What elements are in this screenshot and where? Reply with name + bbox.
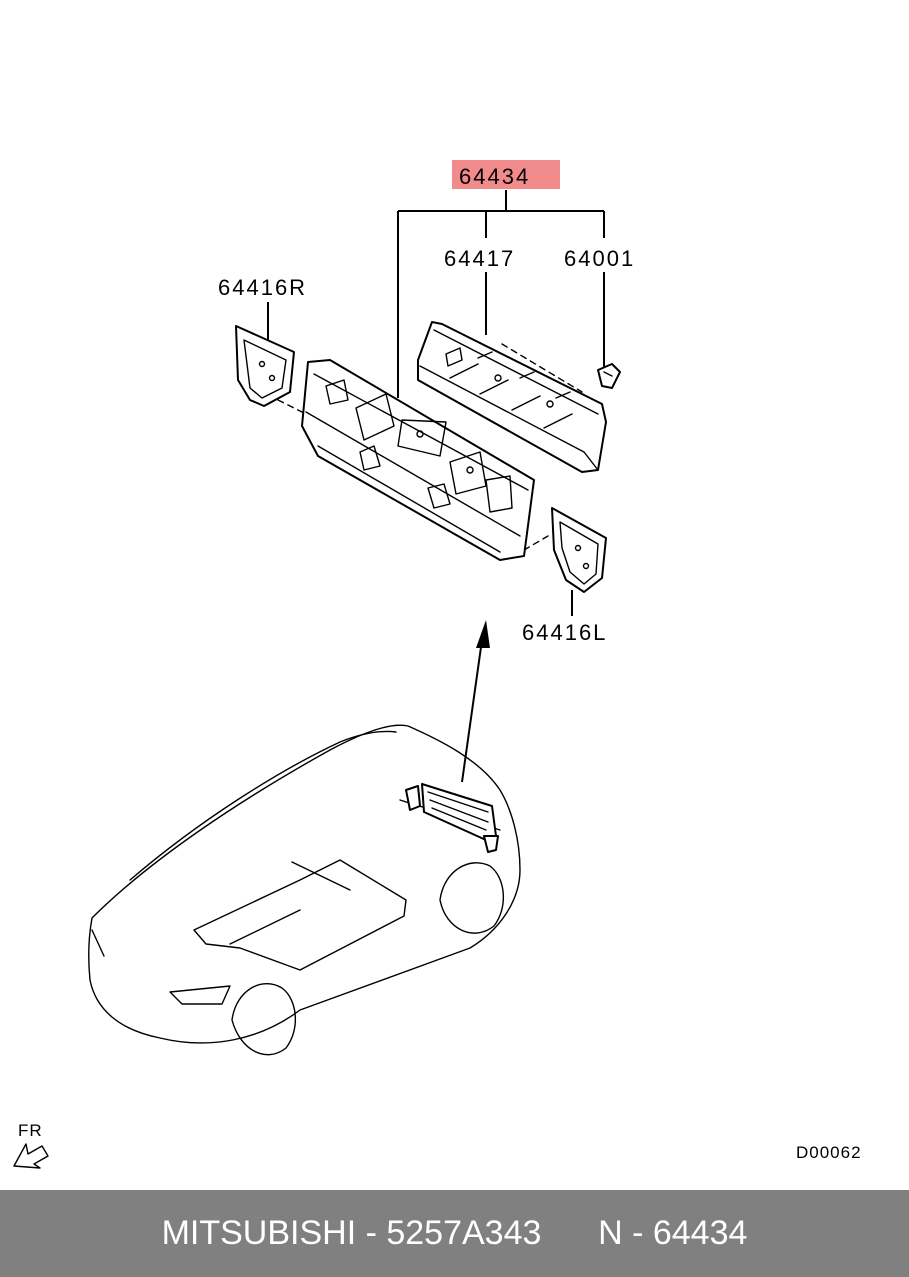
direction-marker-label: FR [18, 1121, 43, 1140]
leader-lines [267, 272, 605, 616]
drawing-code: D00062 [796, 1143, 862, 1162]
label-64416R[interactable]: 64416R [218, 275, 307, 300]
vehicle-outline [87, 724, 521, 1056]
label-64434[interactable]: 64434 [459, 164, 530, 189]
footer-part-text: MITSUBISHI - 5257A343 N - 64434 [161, 1214, 748, 1252]
label-64001[interactable]: 64001 [564, 246, 635, 271]
rear-panel-part[interactable] [301, 359, 535, 561]
gusset-left-part[interactable] [551, 507, 607, 593]
clip-part[interactable] [597, 363, 621, 389]
parts-diagram: 64434 64417 64001 64416R 64416L [13, 160, 862, 1169]
vehicle-panel-location [405, 783, 499, 853]
label-64417[interactable]: 64417 [444, 246, 515, 271]
rear-shelf-panel-part[interactable] [417, 321, 607, 473]
label-64416L[interactable]: 64416L [522, 620, 607, 645]
gusset-right-part[interactable] [235, 325, 295, 407]
assembly-bracket [397, 190, 605, 398]
front-direction-arrow-icon [13, 1143, 49, 1169]
locator-arrow [461, 620, 490, 783]
part-number-footer: MITSUBISHI - 5257A343 N - 64434 [0, 1190, 909, 1277]
assembly-label-highlight [452, 160, 560, 189]
